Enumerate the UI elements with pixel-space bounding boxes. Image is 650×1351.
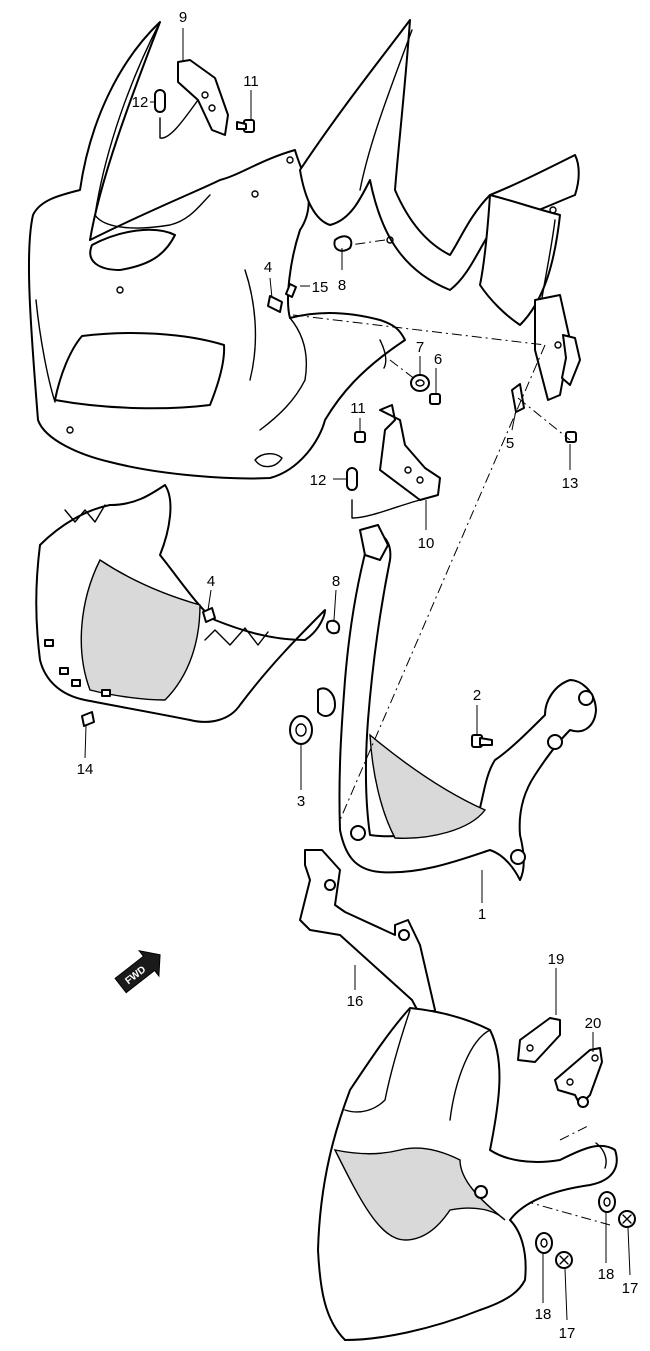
callout-18-left: 18 bbox=[535, 1306, 552, 1323]
callout-4-low: 4 bbox=[207, 573, 215, 590]
grommet-and-bolt bbox=[289, 715, 493, 748]
callout-4-top: 4 bbox=[264, 259, 272, 276]
side-cowling-right bbox=[299, 19, 581, 401]
callout-5: 5 bbox=[506, 435, 514, 452]
callout-3: 3 bbox=[297, 793, 305, 810]
hardware-upper bbox=[267, 235, 577, 443]
callout-1: 1 bbox=[478, 906, 486, 923]
under-cowl bbox=[317, 1007, 618, 1341]
callout-15: 15 bbox=[312, 279, 329, 296]
callout-6: 6 bbox=[434, 351, 442, 368]
callout-2: 2 bbox=[473, 687, 481, 704]
callout-19: 19 bbox=[548, 951, 565, 968]
reference-lines bbox=[292, 239, 611, 1226]
bracket-9-assembly bbox=[154, 59, 255, 139]
brackets-19-20 bbox=[517, 1017, 603, 1108]
callout-11-top: 11 bbox=[243, 73, 259, 90]
washers-and-screws bbox=[535, 1191, 636, 1269]
callout-20: 20 bbox=[585, 1015, 602, 1032]
frame-bracket-1 bbox=[317, 524, 597, 881]
callout-12-mid: 12 bbox=[310, 472, 327, 489]
callout-11-mid: 11 bbox=[350, 400, 366, 417]
callout-18-right: 18 bbox=[598, 1266, 615, 1283]
callout-labels: 9 11 12 4 15 8 7 6 5 13 11 12 10 4 8 14 … bbox=[77, 9, 639, 1342]
callout-16: 16 bbox=[347, 993, 364, 1010]
callout-13: 13 bbox=[562, 475, 579, 492]
lower-fairing-left bbox=[35, 484, 341, 727]
leader-lines bbox=[84, 28, 631, 1321]
callout-12-top: 12 bbox=[132, 94, 149, 111]
fwd-arrow-icon: FWD bbox=[114, 950, 161, 994]
upper-cowling bbox=[27, 21, 406, 480]
callout-14: 14 bbox=[77, 761, 94, 778]
callout-8-low: 8 bbox=[332, 573, 340, 590]
stay-16 bbox=[299, 849, 439, 1024]
callout-8-top: 8 bbox=[338, 277, 346, 294]
callout-10: 10 bbox=[418, 535, 435, 552]
callout-7: 7 bbox=[416, 339, 424, 356]
callout-9: 9 bbox=[179, 9, 187, 26]
callout-17-left: 17 bbox=[559, 1325, 576, 1342]
callout-17-right: 17 bbox=[622, 1280, 639, 1297]
